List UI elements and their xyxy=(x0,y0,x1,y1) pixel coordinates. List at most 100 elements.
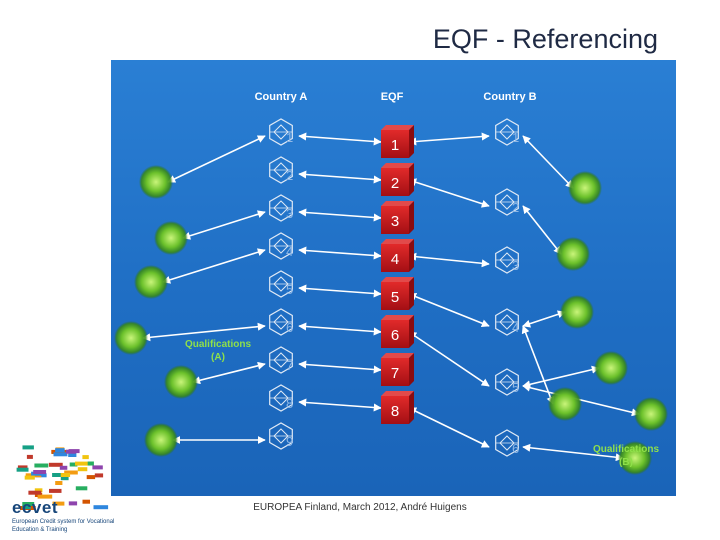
level-number: 6 xyxy=(512,441,519,456)
logo-tile xyxy=(34,463,49,468)
eqf-to-country-a-arrow xyxy=(298,246,382,260)
level-node: 6 xyxy=(495,429,519,457)
qualification-orb xyxy=(634,397,668,431)
logo-tile xyxy=(26,454,33,459)
eqf-to-country-b-arrow xyxy=(408,292,490,328)
logo-tile xyxy=(93,505,109,510)
logo-tile xyxy=(64,470,78,475)
country-a-to-qualification-arrow xyxy=(167,135,266,183)
logo-tile xyxy=(68,501,78,506)
level-number: 8 xyxy=(286,396,293,411)
level-number: 1 xyxy=(286,130,293,145)
level-number: 2 xyxy=(286,168,293,183)
qualification-orb xyxy=(144,423,178,457)
logo-tile xyxy=(24,475,35,480)
eqf-to-country-a-arrow xyxy=(298,284,382,298)
eqf-to-country-b-arrow xyxy=(408,178,490,208)
level-number: 3 xyxy=(286,206,293,221)
eqf-level-cube: 5 xyxy=(381,277,414,310)
logo-tile xyxy=(60,476,69,481)
country-b-to-qualification-arrow xyxy=(522,310,566,328)
country-a-to-qualification-arrow xyxy=(162,248,266,284)
mapping-arrows xyxy=(142,132,640,462)
logo-tile xyxy=(92,465,103,470)
logo-tile xyxy=(34,488,43,493)
level-number: 1 xyxy=(512,130,519,145)
header-country-b: Country B xyxy=(483,91,536,103)
logo-tile xyxy=(22,445,34,450)
logo-tile xyxy=(59,465,68,470)
eqf-level-cube: 2 xyxy=(381,163,414,196)
level-node: 9 xyxy=(269,422,293,450)
logo-tile xyxy=(82,499,90,504)
qualification-orb xyxy=(556,237,590,271)
eqf-to-country-a-arrow xyxy=(298,170,382,184)
eqf-level-cube: 7 xyxy=(381,353,414,386)
qualification-orb xyxy=(114,321,148,355)
logo-tile xyxy=(94,473,104,478)
logo-tile xyxy=(86,475,96,480)
eqf-level-cube: 6 xyxy=(381,315,414,348)
eqf-to-country-a-arrow xyxy=(298,398,382,412)
logo-tile xyxy=(82,455,89,460)
level-node: 2 xyxy=(495,188,519,216)
logo-tile xyxy=(55,473,71,477)
eqf-to-country-b-arrow xyxy=(408,252,490,268)
level-node: 2 xyxy=(269,156,293,184)
ecvet-wordmark: ecvet xyxy=(12,498,58,517)
level-node: 4 xyxy=(495,308,519,336)
qualification-orb xyxy=(154,221,188,255)
logo-tile xyxy=(22,505,31,510)
eqf-to-country-a-arrow xyxy=(298,208,382,222)
eqf-to-country-a-arrow xyxy=(298,360,382,374)
level-number: 5 xyxy=(512,380,519,395)
eqf-level-number: 2 xyxy=(391,175,399,192)
logo-tile xyxy=(87,461,94,466)
qualification-orb xyxy=(164,365,198,399)
country-b-to-qualification-arrow xyxy=(522,443,624,462)
ecvet-logo-mark xyxy=(16,445,109,510)
logo-tile xyxy=(65,449,76,454)
qualification-orbs xyxy=(114,165,668,475)
logo-tile xyxy=(69,462,78,467)
level-number: 4 xyxy=(286,244,293,259)
level-node: 4 xyxy=(269,232,293,260)
level-number: 4 xyxy=(512,320,519,335)
eqf-to-country-b-arrow xyxy=(408,407,490,448)
logo-tile xyxy=(77,467,88,472)
logo-tile xyxy=(75,486,88,491)
country-b-to-qualification-arrow xyxy=(522,135,574,189)
eqf-level-number: 4 xyxy=(391,251,399,268)
level-node: 3 xyxy=(269,194,293,222)
ecvet-subtitle: European Credit system for Vocational Ed… xyxy=(12,519,115,533)
country-a-to-qualification-arrow xyxy=(142,322,266,342)
level-number: 2 xyxy=(512,200,519,215)
qualification-orb xyxy=(548,387,582,421)
eqf-to-country-b-arrow xyxy=(408,132,490,146)
eqf-to-country-a-arrow xyxy=(298,322,382,336)
qualification-orb xyxy=(139,165,173,199)
qualification-orb xyxy=(568,171,602,205)
country-a-to-qualification-arrow xyxy=(192,361,266,385)
level-number: 6 xyxy=(286,320,293,335)
level-number: 9 xyxy=(286,434,293,449)
slide-title: EQF - Referencing xyxy=(432,24,658,54)
eqf-level-number: 5 xyxy=(391,289,399,306)
country-a-to-qualification-arrow xyxy=(182,210,266,240)
logo-tile xyxy=(52,473,61,477)
logo-tile xyxy=(33,470,47,474)
eqf-level-number: 3 xyxy=(391,213,399,230)
eqf-level-number: 8 xyxy=(391,403,399,420)
level-node: 6 xyxy=(269,308,293,336)
logo-tile xyxy=(28,490,42,495)
country-b-to-qualification-arrow xyxy=(522,365,600,389)
level-number: 7 xyxy=(286,358,293,373)
qualification-orb xyxy=(594,351,628,385)
eqf-to-country-b-arrow xyxy=(408,331,490,387)
eqf-level-cube: 8 xyxy=(381,391,414,424)
logo-tile xyxy=(68,453,77,457)
logo-tile xyxy=(52,501,65,506)
